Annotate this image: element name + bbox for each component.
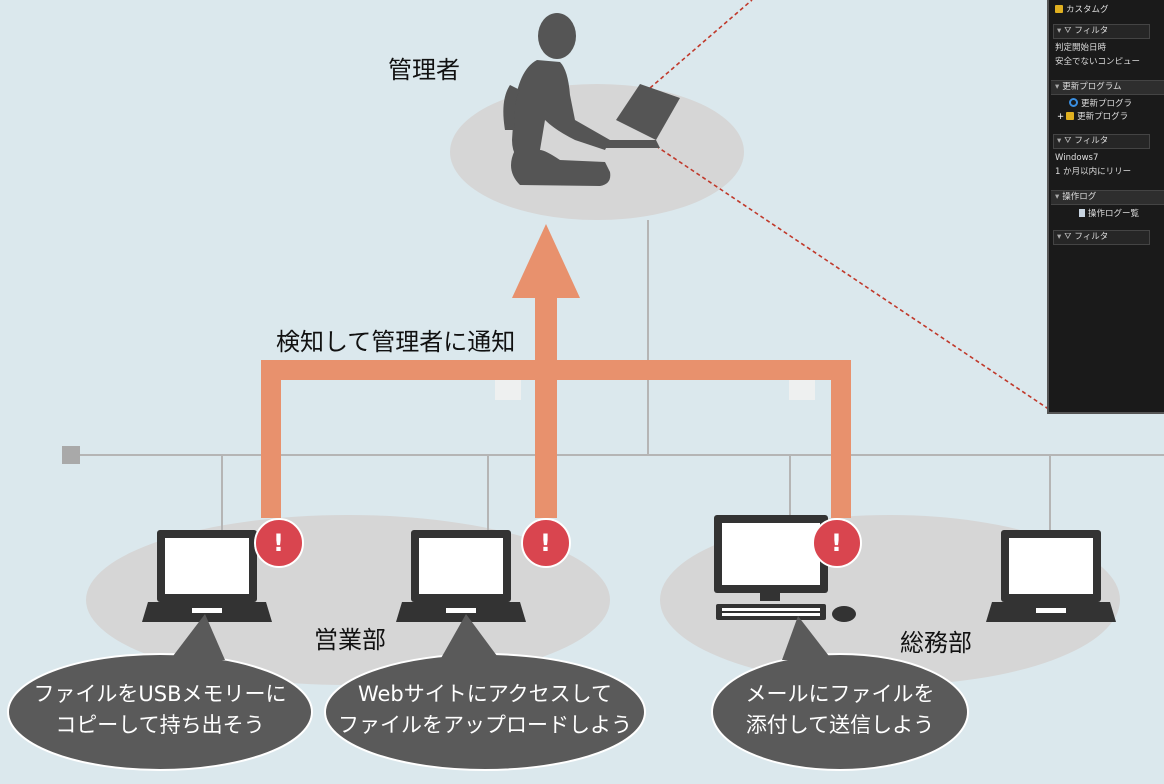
filter-toggle[interactable]: ▾⛛フィルタ — [1053, 24, 1150, 39]
sales-dept-label: 営業部 — [314, 626, 386, 654]
laptop-icon — [396, 530, 526, 622]
filter-icon: ⛛ — [1064, 232, 1072, 242]
within-month-text: 1 か月以内にリリー — [1055, 167, 1132, 177]
filter-icon: ⛛ — [1064, 136, 1072, 146]
keyboard-icon — [716, 604, 826, 620]
mouse-icon — [832, 606, 856, 622]
alert-icon — [521, 518, 571, 568]
admin-label: 管理者 — [388, 56, 460, 84]
laptop-icon — [986, 530, 1116, 622]
update-item-1[interactable]: 更新プログラ — [1069, 98, 1164, 111]
network-endpoint — [62, 446, 80, 464]
alert-mark: ! — [540, 529, 551, 557]
expand-icon: + — [1057, 112, 1065, 122]
speech-bubble — [324, 614, 646, 771]
filter-toggle[interactable]: ▾⛛フィルタ — [1053, 230, 1150, 245]
desktop-icon — [714, 515, 828, 601]
oplog-header[interactable]: ▾操作ログ — [1051, 190, 1164, 205]
alert-icon — [254, 518, 304, 568]
filter-toggle[interactable]: ▾⛛フィルタ — [1053, 134, 1150, 149]
updates-header[interactable]: ▾更新プログラム — [1051, 80, 1164, 95]
bubble-web-text: Webサイトにアクセスして ファイルをアップロードしよう — [338, 682, 632, 737]
oplog-item[interactable]: 操作ログー覧 — [1079, 208, 1164, 221]
bubble-mail-text: メールにファイルを 添付して送信しよう — [745, 682, 935, 737]
general-affairs-label: 総務部 — [900, 629, 972, 657]
bubble-usb-text: ファイルをUSBメモリーに コピーして持ち出そう — [33, 682, 287, 737]
alert-mark: ! — [831, 529, 842, 557]
speech-bubble — [711, 616, 969, 771]
laptop-icon — [142, 530, 272, 622]
windows-text: Windows7 — [1055, 153, 1099, 163]
alert-mark: ! — [273, 529, 284, 557]
filter-icon: ⛛ — [1064, 26, 1072, 36]
folder-icon — [1066, 112, 1075, 120]
refresh-icon — [1069, 98, 1078, 107]
management-console-panel: カスタムグ ▾⛛フィルタ 判定開始日時 安全でないコンピュー ▾更新プログラム … — [1047, 0, 1164, 414]
speech-bubble — [7, 614, 313, 771]
folder-icon — [1055, 5, 1063, 13]
unsafe-pc-text: 安全でないコンピュー — [1055, 57, 1141, 67]
network-lines — [80, 220, 1164, 530]
alert-icon — [812, 518, 862, 568]
pointer-lines — [649, 0, 1057, 415]
admin-person-icon — [503, 13, 680, 186]
detect-notify-label: 検知して管理者に通知 — [276, 328, 516, 356]
document-icon — [1079, 209, 1085, 217]
admin-ellipse — [450, 84, 744, 220]
notify-arrow — [261, 224, 851, 518]
custom-group-item[interactable]: カスタムグ — [1055, 4, 1164, 17]
judge-start-text: 判定開始日時 — [1055, 43, 1107, 53]
update-item-2[interactable]: +更新プログラ — [1057, 112, 1129, 122]
